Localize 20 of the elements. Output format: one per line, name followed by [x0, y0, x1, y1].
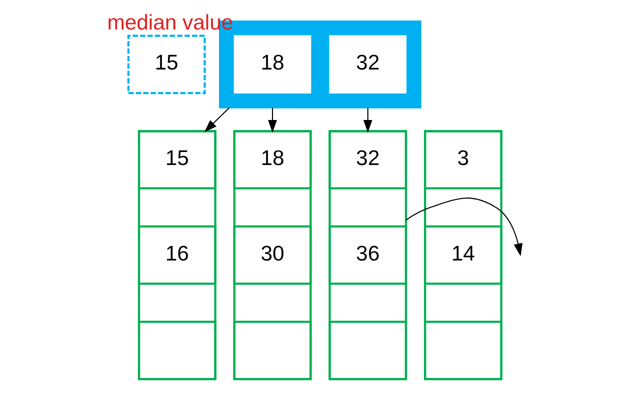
arrow: [406, 198, 523, 256]
node-box: 30: [233, 225, 312, 285]
node-box: 36: [328, 225, 408, 285]
node-label: median value: [107, 11, 234, 34]
node-box: 15: [127, 34, 206, 94]
node-box: [138, 320, 216, 380]
arrow: [363, 108, 372, 133]
node-box: 32: [328, 130, 408, 190]
node-box: 32: [329, 35, 406, 94]
node-box: 15: [138, 130, 216, 190]
arrow: [204, 107, 230, 132]
node-box: [233, 320, 312, 380]
node-box: [424, 320, 502, 380]
node-box: [328, 320, 408, 380]
node-box: 18: [233, 130, 312, 190]
node-box: 16: [138, 225, 216, 285]
node-box: 18: [234, 35, 312, 94]
node-box: 14: [424, 225, 502, 285]
node-box: 3: [424, 130, 502, 190]
arrow: [268, 108, 277, 133]
